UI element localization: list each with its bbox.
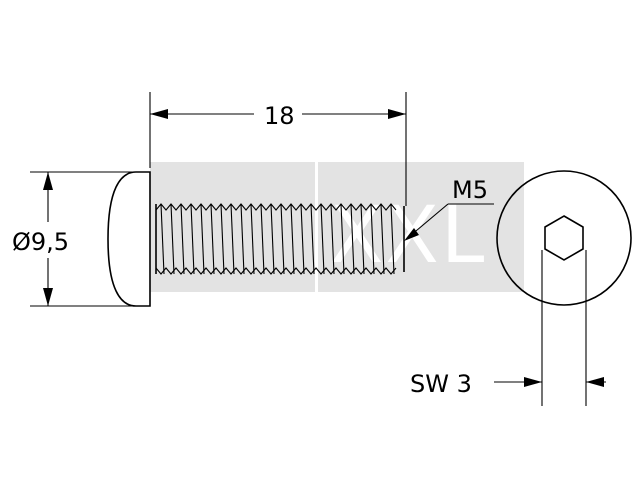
thread-crest-line: [220, 203, 225, 275]
length-arrow-left: [150, 109, 168, 119]
diameter-arrow-top: [43, 172, 53, 190]
thread-leader-diagonal: [409, 203, 449, 237]
thread-crest-line: [160, 203, 165, 275]
thread-crest-line: [170, 203, 175, 275]
end-view: [496, 170, 632, 306]
screw-shaft: [155, 203, 405, 275]
hex-key-dimension: SW 3: [410, 250, 606, 406]
length-label: 18: [264, 102, 295, 130]
thread-crest-line: [190, 203, 195, 275]
thread-crest-line: [230, 203, 235, 275]
thread-crest-line: [380, 203, 385, 275]
screw-head: [107, 171, 151, 307]
hex-socket: [544, 215, 584, 261]
thread-crest-line: [180, 203, 185, 275]
thread-crest-line: [290, 203, 295, 275]
thread-callout: M5: [404, 176, 494, 241]
thread-leader-arrow: [404, 228, 419, 241]
watermark-text: XXL: [330, 191, 486, 281]
thread-crest-line: [320, 203, 325, 275]
thread-crest-line: [310, 203, 315, 275]
thread-crest-line: [250, 203, 255, 275]
thread-crest-line: [350, 203, 355, 275]
diameter-arrow-bottom: [43, 288, 53, 306]
hex-key-label: SW 3: [410, 370, 472, 398]
length-dimension: 18: [149, 92, 407, 206]
head-end-circle: [496, 170, 632, 306]
hex-arrow-left: [524, 377, 542, 387]
thread-crest-line: [300, 203, 305, 275]
length-arrow-right: [388, 109, 406, 119]
thread-crest-line: [390, 203, 395, 275]
diameter-label: Ø9,5: [12, 228, 69, 256]
thread-crest-line: [340, 203, 345, 275]
thread-crest-line: [210, 203, 215, 275]
diameter-dimension: Ø9,5: [12, 171, 146, 307]
thread-crest-line: [360, 203, 365, 275]
hex-arrow-right: [586, 377, 604, 387]
thread-crest-line: [270, 203, 275, 275]
thread-crest-line: [370, 203, 375, 275]
thread-outline-top: [155, 203, 397, 211]
thread-lines: [160, 203, 395, 275]
thread-crest-line: [200, 203, 205, 275]
thread-outline-bottom: [155, 267, 397, 275]
thread-crest-line: [330, 203, 335, 275]
thread-label: M5: [452, 176, 488, 204]
screw-head-outline: [107, 171, 151, 307]
thread-crest-line: [240, 203, 245, 275]
thread-crest-line: [260, 203, 265, 275]
thread-crest-line: [280, 203, 285, 275]
